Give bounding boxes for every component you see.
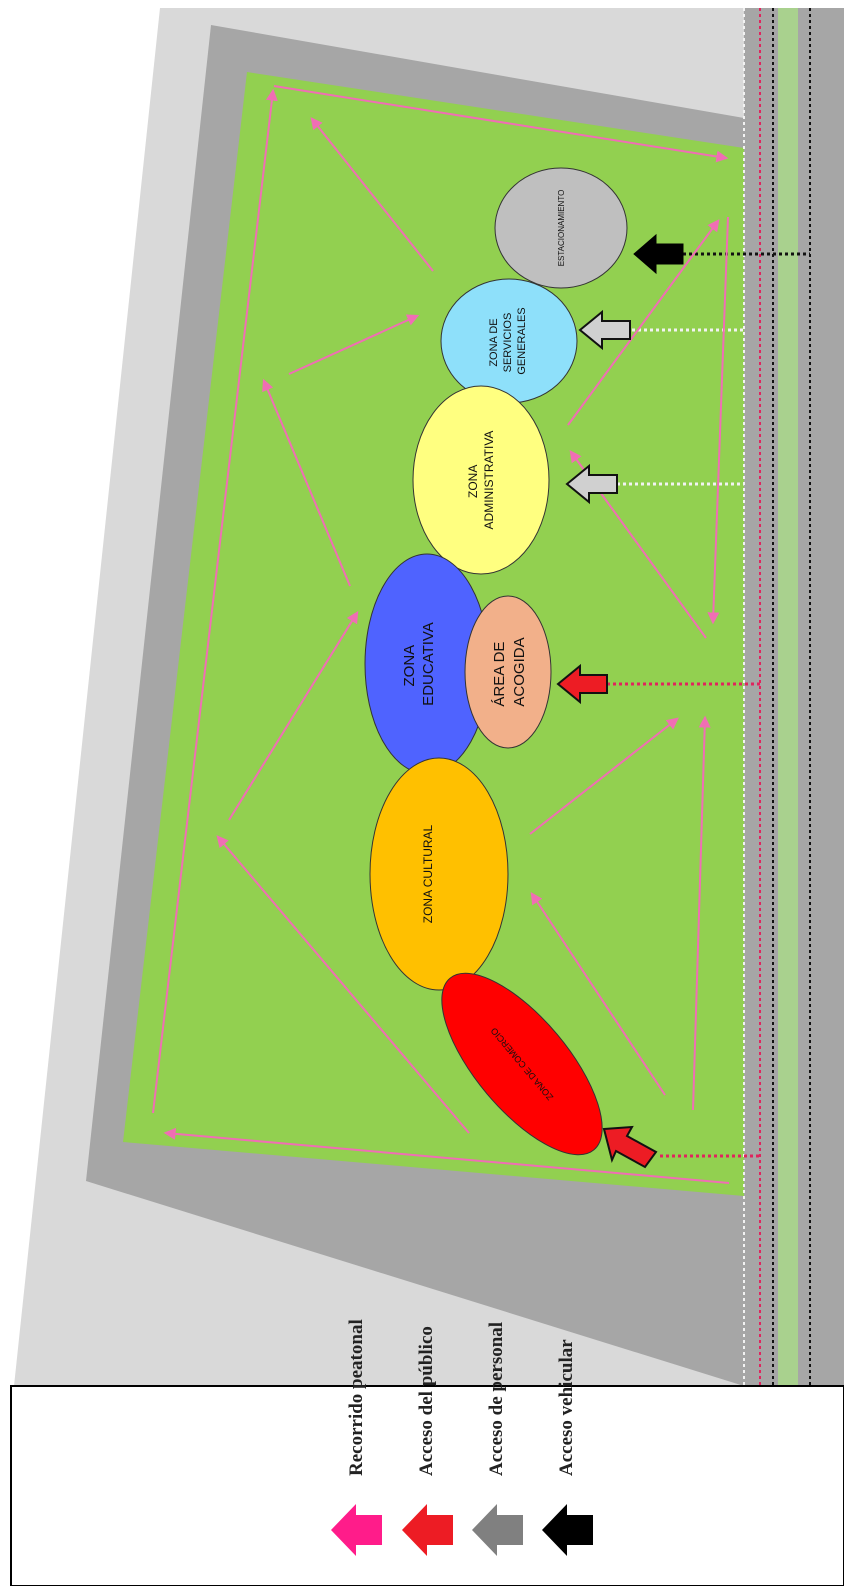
pedestrian-path-arrow: [288, 314, 420, 375]
pedestrian-path-arrow: [567, 219, 720, 426]
pedestrian-path-arrow: [529, 717, 679, 835]
vehicle-legend-arrow-icon: [542, 1504, 593, 1556]
pedestrian-path-arrow: [273, 85, 729, 163]
pedestrian-path-arrow: [692, 715, 711, 1111]
staff-access-arrow-1: [578, 309, 631, 351]
pedestrian-path-arrow: [530, 891, 666, 1096]
legend-label: Acceso de personal: [486, 1322, 507, 1476]
street: [743, 8, 844, 1390]
zone-label: ZONA DE SERVICIOS GENERALES: [488, 307, 528, 374]
public-legend-arrow-icon: [402, 1504, 453, 1556]
staff-access-arrow-2: [565, 463, 618, 505]
pedestrian-path-arrow: [152, 88, 278, 1114]
zone-label: ZONA ADMINISTRATIVA: [466, 431, 496, 530]
public-access-arrow-1: [556, 663, 608, 705]
zone-label: ÁREA DE ACOGIDA: [491, 637, 528, 706]
pedestrian-paths: [152, 85, 730, 1184]
pedestrian-path-arrow: [262, 378, 351, 587]
public-access-arrow-2: [602, 1125, 658, 1169]
zone-cultural: ZONA CULTURAL: [369, 757, 509, 991]
pedestrian-path-arrow: [163, 1127, 730, 1184]
zone-servicios: ZONA DE SERVICIOS GENERALES: [440, 278, 578, 404]
legend-label: Recorrido peatonal: [346, 1319, 367, 1476]
pedestrian-path-arrow: [310, 117, 434, 272]
pedestrian-path-arrow: [228, 610, 359, 821]
pedestrian-path-arrow: [216, 835, 470, 1134]
legend-label: Acceso vehicular: [556, 1339, 577, 1476]
pedestrian-legend-arrow-icon: [331, 1504, 382, 1556]
access-lines: [607, 252, 810, 1158]
vehicle-access-arrow: [633, 233, 684, 275]
pedestrian-path-arrow: [707, 216, 729, 625]
zone-label: ESTACIONAMIENTO: [557, 190, 566, 267]
legend-label: Acceso del público: [416, 1326, 437, 1476]
zone-label: ZONA CULTURAL: [421, 824, 435, 923]
zone-administrativa: ZONA ADMINISTRATIVA: [412, 385, 550, 575]
legend: Recorrido peatonal Acceso del público Ac…: [10, 1319, 844, 1586]
zone-acogida: ÁREA DE ACOGIDA: [464, 595, 552, 749]
zone-label: ZONA EDUCATIVA: [401, 622, 437, 706]
zone-estacionamiento: ESTACIONAMIENTO: [494, 167, 628, 289]
zone-comercio: ZONA DE COMERCIO: [441, 972, 603, 1156]
staff-legend-arrow-icon: [472, 1504, 523, 1556]
